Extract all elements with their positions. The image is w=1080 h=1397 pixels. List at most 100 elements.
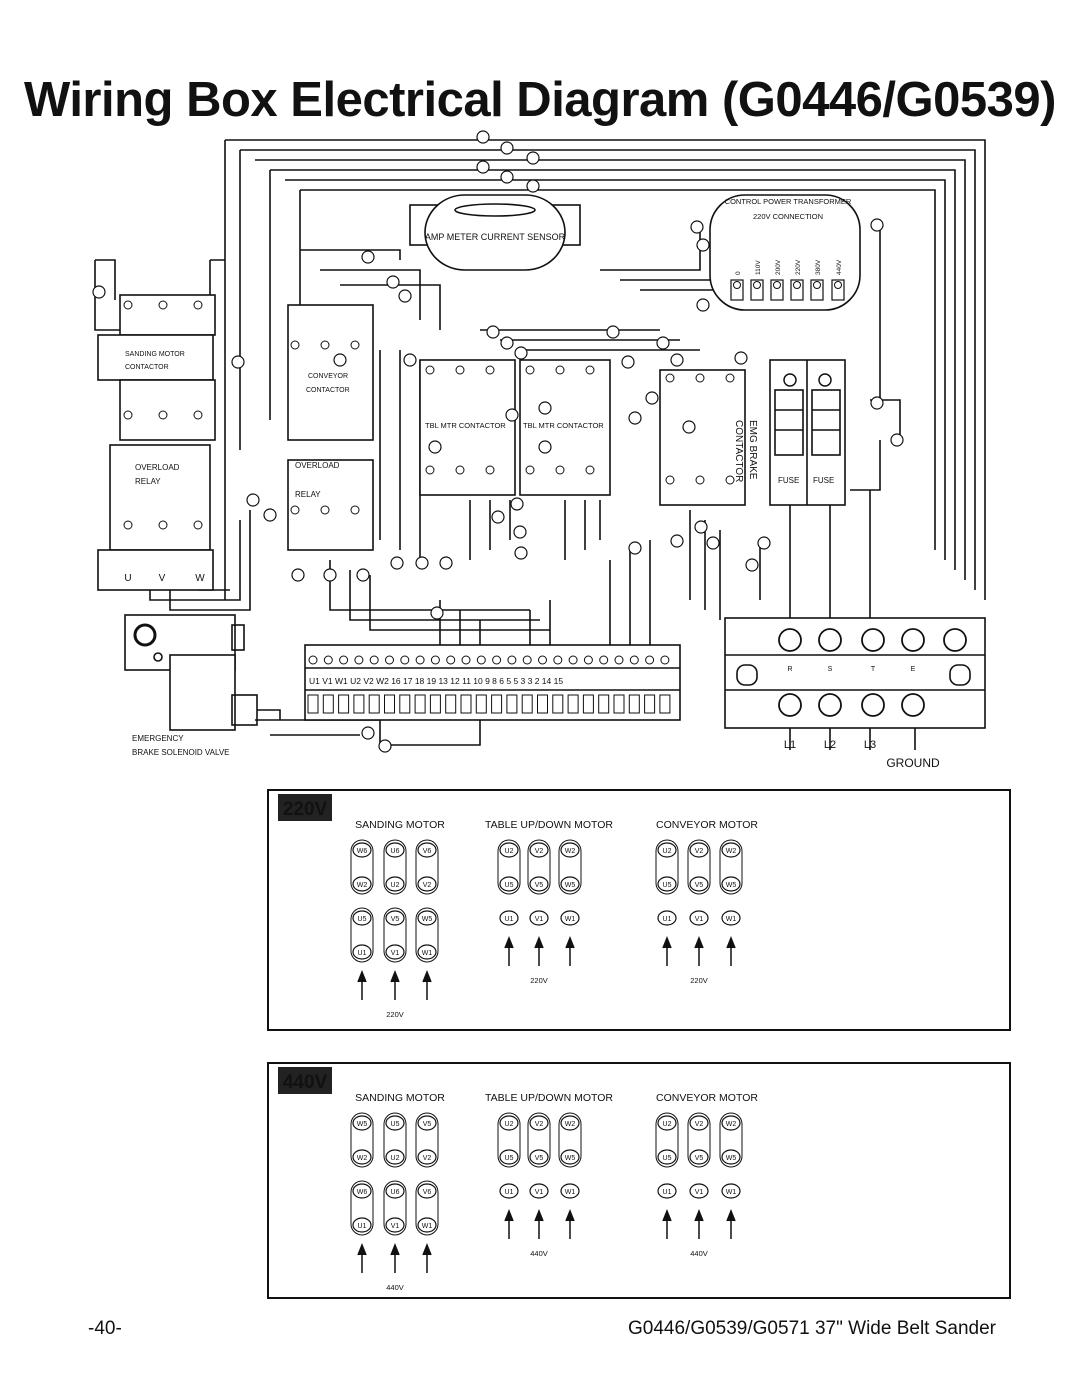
lead-node [352, 1115, 372, 1131]
motor-title: SANDING MOTOR [355, 1092, 445, 1104]
terminal-screw-icon [901, 693, 925, 717]
screw-icon [753, 281, 761, 289]
terminal-slot-icon [414, 694, 426, 714]
motor-title: TABLE UP/DOWN MOTOR [485, 819, 613, 831]
emg-brake-label: CONTACTOR [733, 420, 744, 482]
lead-node [417, 1149, 437, 1165]
lead-label: W2 [726, 1121, 737, 1128]
lead-label: U2 [505, 848, 514, 855]
supply-arrow-icon [726, 1208, 736, 1239]
terminal-screw-icon [350, 340, 360, 350]
lead-label: W5 [357, 1121, 368, 1128]
terminal-screw-icon [583, 655, 593, 665]
terminal-screw-icon [525, 465, 535, 475]
terminal-screw-icon [492, 655, 502, 665]
terminal-screw-icon [725, 475, 735, 485]
lead-label: U2 [663, 1121, 672, 1128]
lead-label: V2 [535, 848, 544, 855]
supply-voltage-label: 220V [386, 1010, 404, 1019]
jumper-link [383, 1112, 407, 1168]
transformer-connection-label: 220V CONNECTION [753, 212, 823, 221]
jumper-link [719, 1112, 743, 1168]
power-terminal-label: E [911, 666, 916, 673]
transformer-tap-terminal-icon [770, 279, 784, 301]
terminal-slot-icon [628, 694, 640, 714]
lead-node [417, 842, 437, 858]
wire-tag-icon [734, 351, 748, 365]
wire-tag-icon [696, 238, 710, 252]
conveyor-overload-label: RELAY [295, 490, 321, 499]
lead-node [385, 944, 405, 960]
lead-label: W2 [726, 848, 737, 855]
lead-label: U5 [358, 916, 367, 923]
wire-tag-icon [439, 556, 453, 570]
supply-arrow-icon [662, 1208, 672, 1239]
lead-label: U1 [663, 1189, 672, 1196]
lead-node [417, 910, 437, 926]
motor-lead-label: W [195, 573, 205, 584]
lead-node [385, 910, 405, 926]
supply-arrow-icon [390, 969, 400, 1000]
terminal-screw-icon [553, 655, 563, 665]
terminal-slot-icon [552, 694, 564, 714]
ground-label: GROUND [886, 756, 940, 770]
motor-title: CONVEYOR MOTOR [656, 819, 758, 831]
terminal-screw-icon [665, 475, 675, 485]
lead-node [721, 842, 741, 858]
lead-node [560, 1183, 580, 1199]
wire-tag-icon [476, 160, 490, 174]
lead-node [657, 1183, 677, 1199]
transformer-tap-label: 380V [815, 259, 822, 275]
wire-tag-icon [706, 536, 720, 550]
lead-node [529, 910, 549, 926]
wire-tag-icon [333, 353, 347, 367]
lead-label: W5 [565, 1155, 576, 1162]
supply-arrow-icon [565, 935, 575, 966]
fuse-label: FUSE [778, 476, 799, 485]
terminal-screw-icon [446, 655, 456, 665]
fuse-terminal-icon [818, 373, 832, 387]
terminal-screw-icon [455, 365, 465, 375]
lead-label: U5 [663, 882, 672, 889]
terminal-screw-icon [323, 655, 333, 665]
lead-node [560, 876, 580, 892]
lead-label: W1 [565, 916, 576, 923]
wire-tag-icon [361, 726, 375, 740]
wire-tag-icon [690, 220, 704, 234]
supply-arrow-icon [694, 935, 704, 966]
terminal-screw-icon [695, 475, 705, 485]
fuse-terminal-icon [783, 373, 797, 387]
wire-tag-icon [263, 508, 277, 522]
terminal-screw-icon [555, 465, 565, 475]
terminal-screw-icon [193, 300, 203, 310]
wire-tag-icon [476, 130, 490, 144]
wire-tag-icon [486, 325, 500, 339]
lead-label: V1 [695, 1189, 704, 1196]
lead-label: V6 [423, 1189, 432, 1196]
lead-node [385, 876, 405, 892]
terminal-screw-icon [522, 655, 532, 665]
motor-title: CONVEYOR MOTOR [656, 1092, 758, 1104]
supply-arrow-icon [390, 1242, 400, 1273]
transformer-tap-label: 440V [836, 259, 843, 275]
terminal-screw-icon [455, 465, 465, 475]
lead-label: U5 [663, 1155, 672, 1162]
lead-label: W1 [422, 950, 433, 957]
terminal-screw-icon [308, 655, 318, 665]
jumper-link [655, 1112, 679, 1168]
terminal-screw-icon [123, 520, 133, 530]
lead-node [499, 1149, 519, 1165]
terminal-screw-icon [901, 628, 925, 652]
lead-node [352, 910, 372, 926]
lead-label: W2 [357, 1155, 368, 1162]
lead-node [499, 1115, 519, 1131]
lead-node [721, 1183, 741, 1199]
screw-icon [834, 281, 842, 289]
lead-label: V5 [695, 1155, 704, 1162]
lead-label: U1 [358, 1223, 367, 1230]
lead-label: U2 [663, 848, 672, 855]
lead-label: V1 [535, 1189, 544, 1196]
page-title: Wiring Box Electrical Diagram (G0446/G05… [24, 73, 1056, 127]
